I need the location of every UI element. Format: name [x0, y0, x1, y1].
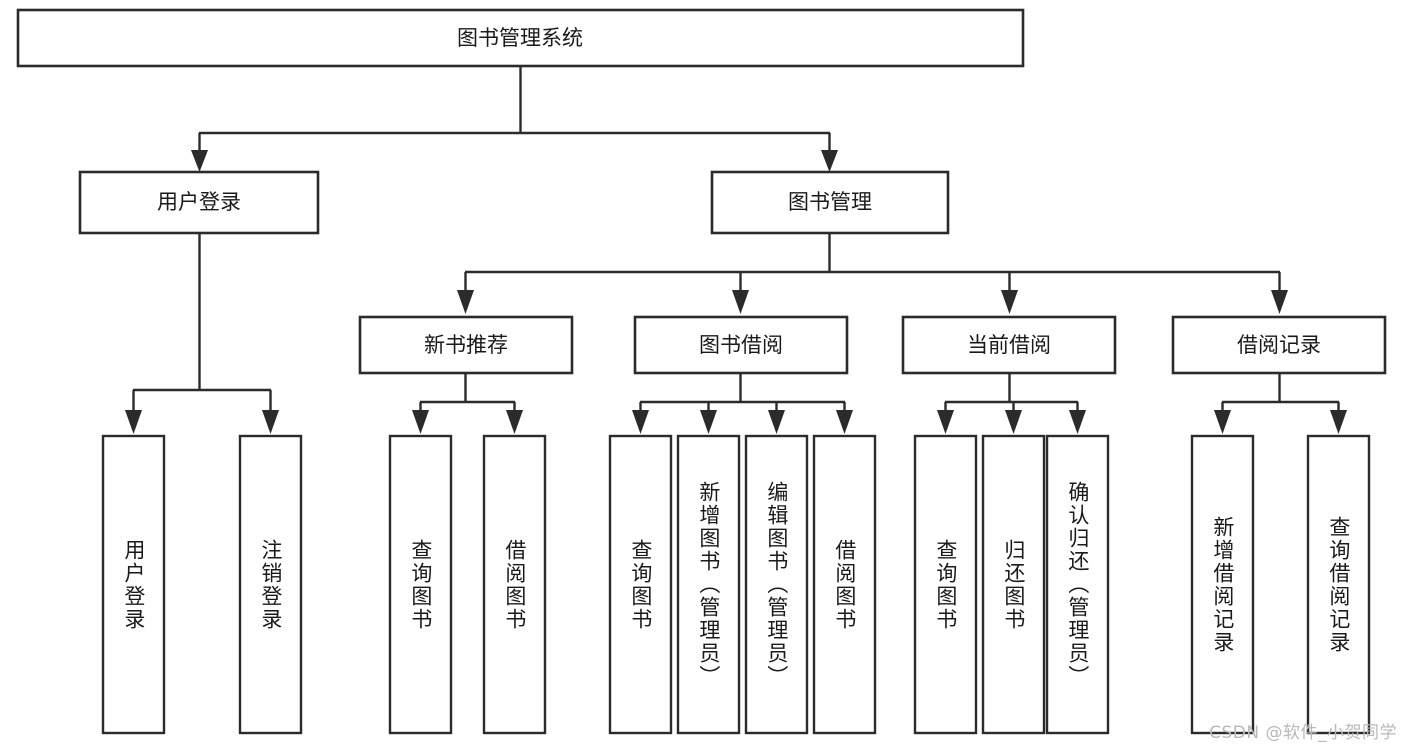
- node-user-login[interactable]: 用户登录: [78, 170, 320, 235]
- leaf-box-current-confirm[interactable]: [1045, 434, 1110, 735]
- node-book-manage-label: 图书管理: [788, 190, 872, 214]
- node-root-box[interactable]: [16, 8, 1025, 68]
- leaf-box-borrow-lend[interactable]: [812, 434, 877, 735]
- node-new-book-rec-label: 新书推荐: [424, 333, 508, 357]
- connector-group-new-book: [412, 373, 523, 434]
- node-borrow-records[interactable]: 借阅记录: [1171, 315, 1387, 375]
- arrowhead-root-to-book: [821, 150, 838, 172]
- node-user-login-box[interactable]: [78, 170, 320, 235]
- node-current-borrow[interactable]: 当前借阅: [901, 315, 1117, 375]
- node-root[interactable]: 图书管理系统: [16, 8, 1025, 68]
- arrowhead-current-leaf-1: [937, 410, 954, 434]
- leaf-box-borrow-query[interactable]: [608, 434, 673, 735]
- arrowhead-current-leaf-3: [1069, 410, 1086, 434]
- arrowhead-records-leaf-2: [1330, 410, 1347, 434]
- leaf-box-newbook-borrow[interactable]: [482, 434, 547, 735]
- arrowhead-user-leaf-1: [125, 410, 142, 434]
- leaf-box-user-logout[interactable]: [238, 434, 303, 735]
- node-root-label: 图书管理系统: [457, 26, 583, 50]
- node-new-book-rec[interactable]: 新书推荐: [358, 315, 574, 375]
- arrowhead-book-child-4: [1271, 290, 1288, 314]
- arrowhead-newbook-leaf-1: [412, 410, 429, 434]
- arrowhead-borrow-leaf-1: [632, 410, 649, 434]
- node-book-borrow[interactable]: 图书借阅: [633, 315, 849, 375]
- leaf-box-newbook-query[interactable]: [388, 434, 453, 735]
- arrowhead-root-to-user: [191, 150, 208, 172]
- node-current-borrow-label: 当前借阅: [967, 333, 1051, 357]
- arrowhead-borrow-leaf-3: [768, 410, 785, 434]
- connector-group-borrow: [632, 373, 853, 434]
- leaf-box-current-query[interactable]: [913, 434, 978, 735]
- leaf-box-record-add[interactable]: [1190, 434, 1255, 735]
- node-book-manage[interactable]: 图书管理: [710, 170, 950, 235]
- node-current-borrow-box[interactable]: [901, 315, 1117, 375]
- arrowhead-borrow-leaf-4: [836, 410, 853, 434]
- connector-group-user-login: [125, 233, 279, 434]
- arrowhead-book-child-3: [1001, 290, 1018, 314]
- connector-group-book-manage: [457, 233, 1288, 314]
- arrowhead-current-leaf-2: [1005, 410, 1022, 434]
- arrowhead-user-leaf-2: [262, 410, 279, 434]
- arrowhead-book-child-1: [457, 290, 474, 314]
- node-borrow-records-label: 借阅记录: [1237, 333, 1321, 357]
- leaf-box-current-return[interactable]: [981, 434, 1046, 735]
- leaf-box-record-query[interactable]: [1306, 434, 1371, 735]
- node-book-borrow-box[interactable]: [633, 315, 849, 375]
- connector-group-current-borrow: [937, 373, 1086, 434]
- node-borrow-records-box[interactable]: [1171, 315, 1387, 375]
- leaf-box-borrow-add[interactable]: [676, 434, 741, 735]
- node-book-manage-box[interactable]: [710, 170, 950, 235]
- node-user-login-label: 用户登录: [157, 190, 241, 214]
- arrowhead-borrow-leaf-2: [700, 410, 717, 434]
- arrowhead-newbook-leaf-2: [506, 410, 523, 434]
- arrowhead-book-child-2: [732, 290, 749, 314]
- arrowhead-records-leaf-1: [1214, 410, 1231, 434]
- leaf-box-user-login[interactable]: [101, 434, 166, 735]
- connector-group-records: [1214, 373, 1347, 434]
- node-book-borrow-label: 图书借阅: [699, 333, 783, 357]
- node-new-book-rec-box[interactable]: [358, 315, 574, 375]
- leaf-box-borrow-edit[interactable]: [744, 434, 809, 735]
- connector-group-root: [191, 66, 838, 172]
